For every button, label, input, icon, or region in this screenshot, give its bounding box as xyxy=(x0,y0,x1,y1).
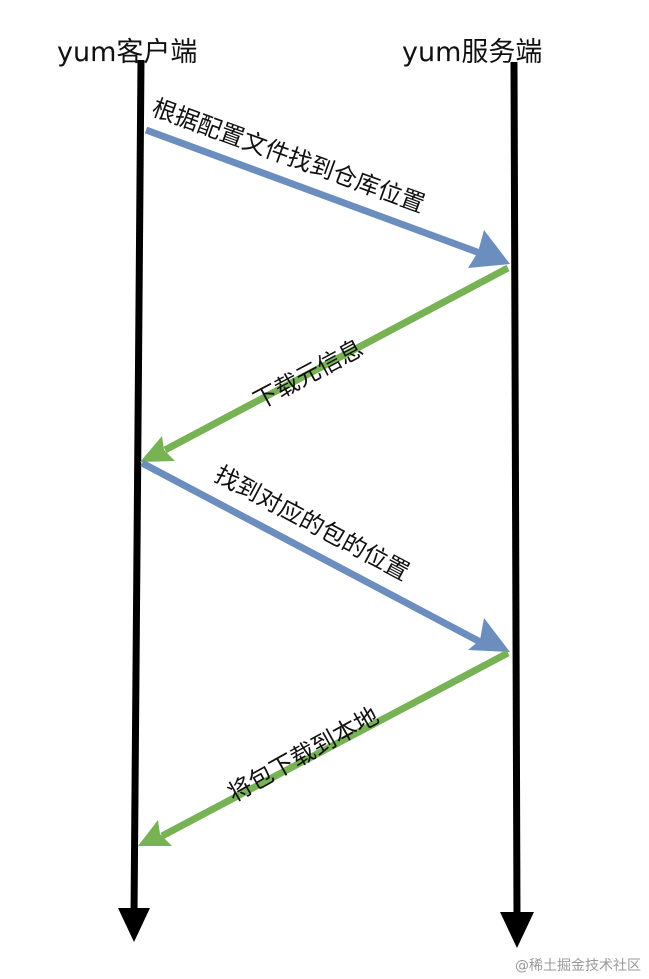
message-arrow-2 xyxy=(140,264,510,462)
message-arrow-3 xyxy=(140,459,510,652)
watermark: @稀土掘金技术社区 xyxy=(515,958,641,974)
client-actor-label: yum客户端 xyxy=(57,37,198,68)
message-arrow-1 xyxy=(144,126,510,268)
server-actor-label: yum服务端 xyxy=(402,37,543,68)
message-arrow-4 xyxy=(138,649,510,846)
client-lifeline xyxy=(118,59,150,942)
server-lifeline xyxy=(500,61,534,948)
